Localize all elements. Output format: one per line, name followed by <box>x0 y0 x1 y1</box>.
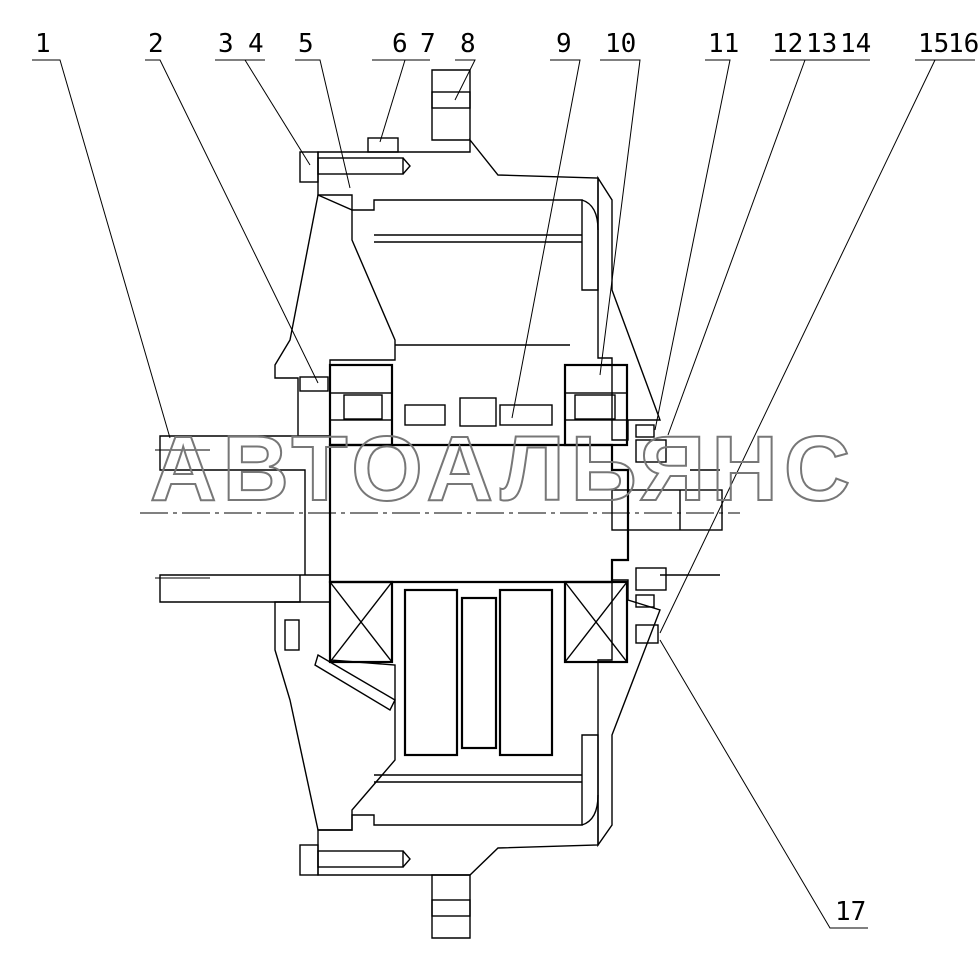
callout-5: 5 <box>298 29 314 59</box>
gears-upper <box>404 397 553 427</box>
watermark: АВТОАЛЬЯНС <box>150 418 856 520</box>
leader-lines <box>32 59 975 929</box>
callout-13: 13 <box>806 29 837 59</box>
bearings <box>328 363 629 664</box>
callout-11: 11 <box>708 29 739 59</box>
gears-lower <box>403 588 554 757</box>
callout-4: 4 <box>248 29 264 59</box>
bolts <box>284 91 471 917</box>
callout-10: 10 <box>605 29 636 59</box>
cavity-lines <box>374 199 599 826</box>
callout-16: 16 <box>948 29 979 59</box>
callout-2: 2 <box>148 29 164 59</box>
callout-15: 15 <box>918 29 949 59</box>
callout-1: 1 <box>35 29 51 59</box>
callout-7: 7 <box>420 29 436 59</box>
callout-14: 14 <box>840 29 871 59</box>
callout-9: 9 <box>556 29 572 59</box>
seals <box>635 424 720 644</box>
callout-12: 12 <box>772 29 803 59</box>
callout-8: 8 <box>460 29 476 59</box>
shaft <box>328 443 723 584</box>
callout-6: 6 <box>392 29 408 59</box>
callout-labels: 1 2 3 4 5 6 7 8 9 10 11 12 13 14 15 16 1… <box>35 29 979 927</box>
callout-3: 3 <box>218 29 234 59</box>
callout-17: 17 <box>835 897 866 927</box>
